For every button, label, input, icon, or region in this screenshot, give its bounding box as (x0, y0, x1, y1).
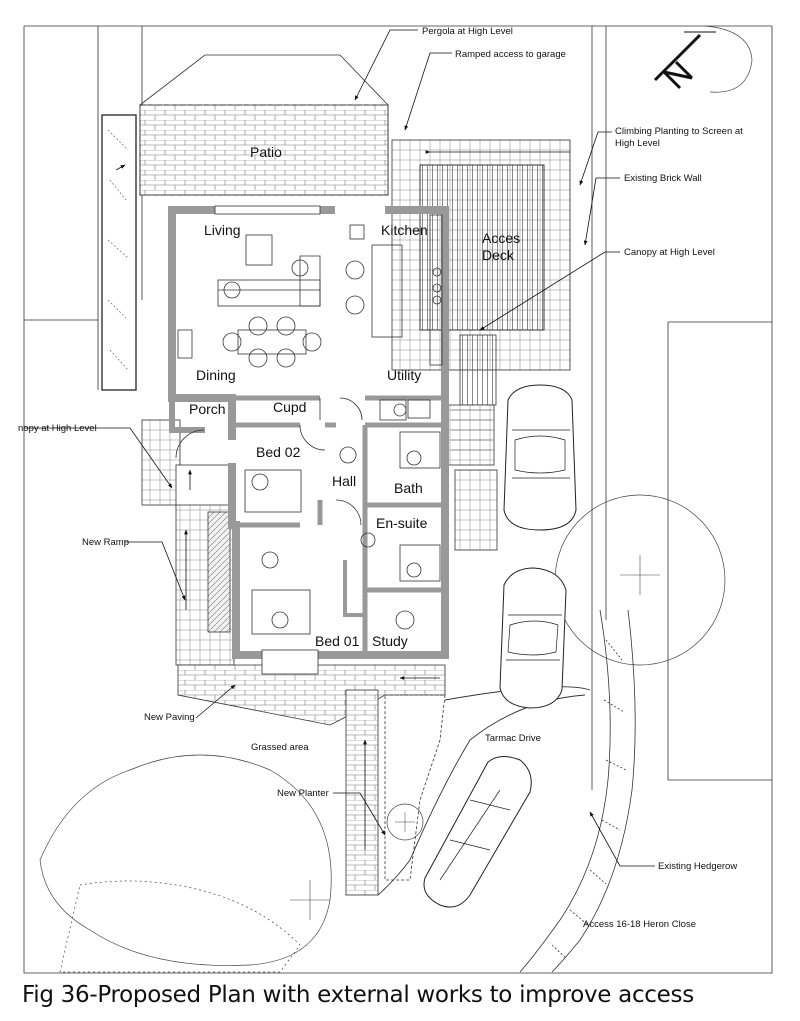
patio (139, 54, 389, 196)
tree-bottom-left (39, 754, 332, 966)
furniture (175, 214, 443, 635)
shrub-planter (386, 803, 424, 841)
worktop (429, 214, 443, 366)
note-climbing-1: Climbing Planting to Screen at (615, 126, 743, 137)
tree-top-right (704, 25, 753, 93)
bed-02 (244, 469, 302, 513)
note-tarmac: Tarmac Drive (485, 733, 541, 744)
note-ramped-access: Ramped access to garage (455, 49, 566, 60)
label-utility: Utility (387, 367, 421, 383)
label-bath: Bath (394, 480, 423, 496)
car-bottom (423, 756, 532, 908)
note-access: Access 16-18 Heron Close (583, 919, 696, 930)
label-porch: Porch (189, 401, 226, 417)
note-new-ramp: New Ramp (82, 537, 129, 548)
note-pergola: Pergola at High Level (422, 26, 513, 37)
tv-unit (245, 234, 273, 266)
label-ensuite: En-suite (376, 515, 428, 531)
note-new-paving: New Paving (144, 712, 195, 723)
leader-lines (24, 29, 655, 867)
label-bed01: Bed 01 (315, 633, 360, 649)
label-living: Living (204, 222, 241, 238)
label-deck-1: Acces (482, 230, 520, 246)
bath-fittings (399, 431, 441, 469)
site-boundary (23, 25, 773, 974)
note-grassed: Grassed area (251, 742, 309, 753)
room-labels: Patio Living Kitchen Acces Deck Dining U… (189, 144, 520, 649)
dining-table (237, 329, 307, 355)
note-climbing-2: High Level (615, 138, 660, 149)
hedgerow (519, 609, 636, 973)
label-hall: Hall (332, 473, 356, 489)
left-planter (101, 114, 137, 391)
house-walls (168, 206, 449, 659)
annotations: Pergola at High Level Ramped access to g… (18, 26, 743, 930)
kitchen-island (371, 244, 403, 338)
label-kitchen: Kitchen (381, 222, 428, 238)
note-canopy-left: nopy at High Level (18, 423, 97, 434)
hedge-bottom-left (59, 880, 301, 973)
note-canopy-right: Canopy at High Level (624, 247, 715, 258)
label-study: Study (372, 633, 408, 649)
label-dining: Dining (196, 367, 236, 383)
car-top (503, 384, 577, 531)
figure-caption: Fig 36-Proposed Plan with external works… (22, 982, 694, 1008)
label-deck-2: Deck (482, 247, 515, 263)
label-patio: Patio (250, 144, 282, 160)
north-arrow (653, 31, 716, 90)
window-frames (214, 205, 321, 675)
label-bed02: Bed 02 (256, 444, 301, 460)
car-middle (499, 567, 567, 709)
note-hedgerow: Existing Hedgerow (658, 861, 737, 872)
note-new-planter: New Planter (277, 788, 329, 799)
bed-01 (251, 589, 311, 635)
new-paving (177, 664, 446, 896)
note-brick-wall: Existing Brick Wall (624, 173, 702, 184)
garage-ramp (391, 139, 571, 551)
label-cupd: Cupd (273, 399, 306, 415)
sofa (217, 279, 321, 307)
new-ramp (141, 419, 235, 666)
